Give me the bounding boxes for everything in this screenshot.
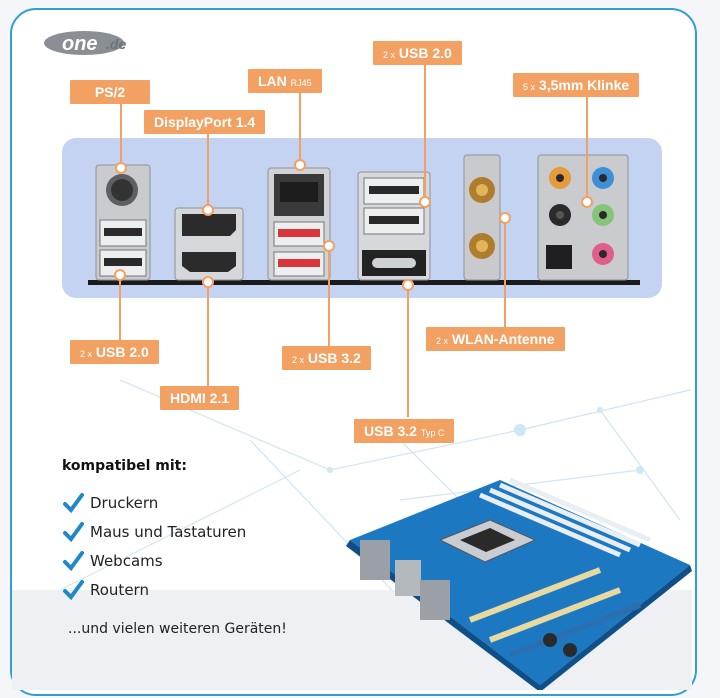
compat-item-label: Routern bbox=[90, 580, 149, 599]
compat-item-label: Druckern bbox=[90, 493, 159, 512]
label-lan: LAN RJ45 bbox=[248, 69, 322, 93]
label-audio: 5 x 3,5mm Klinke bbox=[513, 73, 640, 97]
compat-item: Druckern bbox=[62, 488, 362, 517]
label-wlan: 2 x WLAN-Antenne bbox=[426, 327, 565, 351]
logo-suffix: .de bbox=[106, 36, 126, 52]
compat-heading: kompatibel mit: bbox=[62, 458, 187, 474]
compat-item-label: Maus und Tastaturen bbox=[90, 522, 247, 541]
compat-item: Webcams bbox=[62, 546, 362, 575]
checkmark-icon bbox=[63, 579, 84, 600]
label-usb20-top: 2 x USB 2.0 bbox=[373, 41, 462, 65]
compat-section: kompatibel mit: Druckern Maus und Tastat… bbox=[62, 458, 362, 604]
label-usb20-bottom: 2 x USB 2.0 bbox=[70, 340, 159, 364]
label-usbc: USB 3.2 Typ C bbox=[354, 419, 455, 443]
lan-usb32-stack bbox=[267, 167, 331, 281]
checkmark-icon bbox=[63, 492, 84, 513]
checkmark-icon bbox=[63, 521, 84, 542]
label-displayport: DisplayPort 1.4 bbox=[144, 110, 266, 134]
one-de-logo: one .de bbox=[44, 31, 126, 55]
logo-text: one bbox=[62, 33, 98, 55]
ps2-usb-stack bbox=[95, 164, 151, 281]
label-ps2: PS/2 bbox=[70, 80, 150, 104]
compat-item-label: Webcams bbox=[90, 551, 163, 570]
audio-jacks bbox=[537, 154, 629, 281]
label-hdmi: HDMI 2.1 bbox=[160, 386, 240, 410]
compat-item: Routern bbox=[62, 575, 362, 604]
compat-more-text: ...und vielen weiteren Geräten! bbox=[68, 621, 287, 637]
wlan-antenna-connectors bbox=[463, 154, 501, 281]
compat-item: Maus und Tastaturen bbox=[62, 517, 362, 546]
label-usb32: 2 x USB 3.2 bbox=[282, 346, 371, 370]
motherboard-image bbox=[346, 477, 692, 690]
usb20-usbc-stack bbox=[357, 171, 431, 281]
checkmark-icon bbox=[63, 550, 84, 571]
dp-hdmi-stack bbox=[174, 207, 244, 281]
